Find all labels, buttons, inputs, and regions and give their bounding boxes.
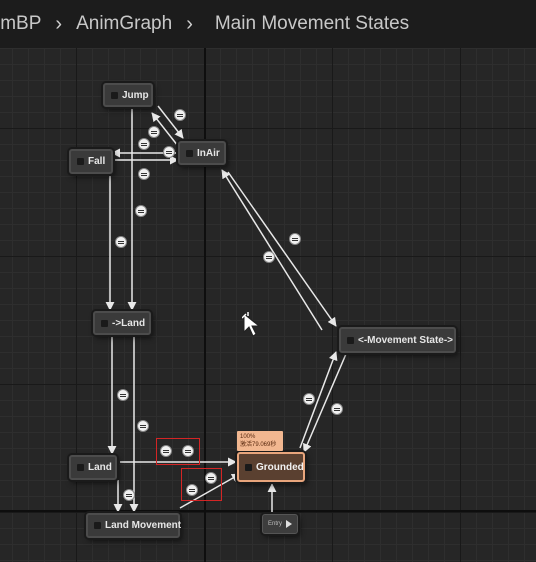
transition-rule-icon[interactable] bbox=[160, 445, 172, 457]
state-node-label: ->Land bbox=[112, 317, 146, 329]
state-node-label: <-Movement State-> bbox=[358, 334, 454, 346]
transition-rule-icon[interactable] bbox=[263, 251, 275, 263]
highlight-box-land-to-grounded bbox=[156, 438, 200, 465]
wire-movement-to-inair bbox=[221, 169, 323, 331]
move-cursor-icon bbox=[242, 312, 261, 337]
active-weight-text: 100% bbox=[240, 434, 256, 440]
wire-jump-to-inair bbox=[157, 105, 184, 139]
highlight-box-landmovement-to-grounded bbox=[181, 468, 222, 501]
state-pin-icon bbox=[101, 319, 108, 327]
state-node-toland[interactable]: ->Land bbox=[93, 311, 151, 335]
state-node-fall[interactable]: Fall bbox=[69, 149, 113, 174]
state-node-label: Land Movement bbox=[105, 520, 182, 531]
graph-origin-vertical bbox=[204, 48, 206, 562]
transition-rule-icon[interactable] bbox=[117, 389, 129, 401]
transition-rule-icon[interactable] bbox=[163, 146, 175, 158]
state-pin-icon bbox=[77, 158, 84, 165]
breadcrumb-item-animgraph[interactable]: AnimGraph bbox=[76, 13, 173, 34]
transition-rule-icon[interactable] bbox=[182, 445, 194, 457]
state-node-movement-state[interactable]: <-Movement State-> bbox=[339, 327, 456, 353]
transition-rule-icon[interactable] bbox=[123, 489, 135, 501]
state-pin-icon bbox=[77, 464, 84, 471]
wire-inair-to-movement bbox=[227, 171, 337, 327]
breadcrumb-separator-icon: › bbox=[186, 12, 193, 35]
wire-grounded-to-movement bbox=[299, 351, 338, 449]
transition-rule-icon[interactable] bbox=[303, 393, 315, 405]
breadcrumb-item-animbp[interactable]: imBP bbox=[0, 13, 42, 34]
transition-rule-icon[interactable] bbox=[331, 403, 343, 415]
transition-rule-icon[interactable] bbox=[137, 420, 149, 432]
play-icon bbox=[286, 520, 292, 528]
transition-rule-icon[interactable] bbox=[148, 126, 160, 138]
transition-rule-icon[interactable] bbox=[135, 205, 147, 217]
graph-origin-horizontal bbox=[0, 510, 536, 512]
state-pin-icon bbox=[94, 522, 101, 529]
state-pin-icon bbox=[347, 336, 354, 344]
breadcrumb-separator-icon: › bbox=[55, 12, 63, 35]
state-node-inair[interactable]: InAir bbox=[178, 141, 226, 165]
transition-rule-icon[interactable] bbox=[289, 233, 301, 245]
active-time-text: 激活79.069秒 bbox=[240, 442, 277, 448]
wire-inair-to-jump bbox=[151, 112, 179, 147]
transition-rule-icon[interactable] bbox=[205, 472, 217, 484]
state-node-jump[interactable]: Jump bbox=[103, 83, 153, 107]
state-node-land[interactable]: Land bbox=[69, 455, 117, 480]
state-pin-icon bbox=[245, 463, 252, 471]
state-node-grounded[interactable]: Grounded bbox=[237, 452, 305, 482]
breadcrumb-item-main-movement-states[interactable]: Main Movement States bbox=[214, 13, 410, 34]
transition-rule-icon[interactable] bbox=[115, 236, 127, 248]
state-node-label: Jump bbox=[122, 89, 149, 101]
entry-node[interactable]: Entry bbox=[262, 514, 298, 534]
breadcrumb: imBP › AnimGraph › Main Movement States bbox=[0, 0, 536, 48]
transition-rule-icon[interactable] bbox=[186, 484, 198, 496]
wire-movement-to-grounded bbox=[303, 353, 347, 453]
state-node-label: Land bbox=[88, 462, 112, 473]
state-node-label: Grounded bbox=[256, 461, 304, 473]
state-node-label: Fall bbox=[88, 156, 106, 167]
state-node-label: InAir bbox=[197, 147, 220, 159]
transition-rule-icon[interactable] bbox=[138, 138, 150, 150]
state-pin-icon bbox=[186, 149, 193, 157]
state-node-land-movement[interactable]: Land Movement bbox=[86, 513, 182, 538]
active-state-badge: 100% 激活79.069秒 bbox=[237, 431, 283, 451]
state-pin-icon bbox=[111, 91, 118, 99]
wire-landmovement-to-grounded bbox=[179, 473, 241, 509]
entry-label: Entry bbox=[267, 521, 282, 527]
transition-rule-icon[interactable] bbox=[174, 109, 186, 121]
transition-rule-icon[interactable] bbox=[138, 168, 150, 180]
